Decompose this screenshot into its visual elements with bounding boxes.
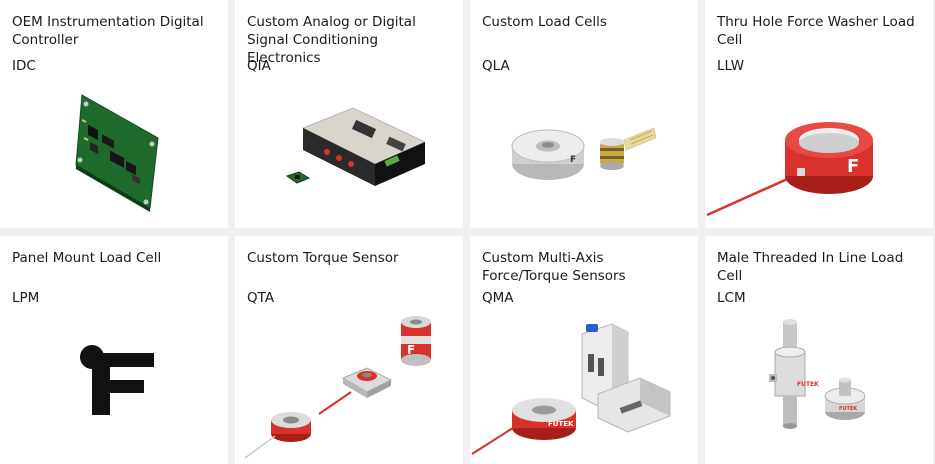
product-card-qia[interactable]: Custom Analog or Digital Signal Conditio… (235, 0, 463, 228)
signal-conditioner-image[interactable] (235, 80, 463, 228)
product-card-qla[interactable]: Custom Load Cells QLA F (470, 0, 698, 228)
product-title: Panel Mount Load Cell (12, 250, 162, 266)
product-card-lcm[interactable]: Male Threaded In Line Load Cell LCM FUTE… (705, 236, 933, 464)
product-title: Custom Torque Sensor (247, 250, 399, 266)
multi-axis-sensor-image[interactable]: FUTEK (470, 296, 698, 464)
product-code: QTA (247, 290, 275, 306)
product-code: LCM (717, 290, 746, 306)
force-washer-image[interactable]: F (705, 80, 933, 228)
product-card-idc[interactable]: OEM Instrumentation Digital Controller I… (0, 0, 228, 228)
product-code: QLA (482, 58, 510, 74)
product-title: Thru Hole Force Washer Load Cell (717, 14, 915, 48)
product-card-qta[interactable]: Custom Torque Sensor QTA F (235, 236, 463, 464)
svg-text:F: F (407, 343, 415, 357)
product-card-qma[interactable]: Custom Multi-Axis Force/Torque Sensors Q… (470, 236, 698, 464)
product-code: QMA (482, 290, 514, 306)
svg-text:FUTEK: FUTEK (548, 420, 574, 428)
product-code: IDC (12, 58, 36, 74)
product-code: QIA (247, 58, 271, 74)
futek-logo-image[interactable] (0, 316, 228, 464)
product-code: LLW (717, 58, 745, 74)
product-title: Custom Load Cells (482, 14, 607, 30)
load-cell-image[interactable]: F (470, 80, 698, 228)
product-card-llw[interactable]: Thru Hole Force Washer Load Cell LLW F (705, 0, 933, 228)
threaded-load-cell-image[interactable]: FUTEK FUTEK (705, 296, 933, 464)
torque-sensor-image[interactable]: F (235, 296, 463, 464)
product-title: Male Threaded In Line Load Cell (717, 250, 904, 284)
svg-text:F: F (570, 155, 576, 165)
product-title: Custom Analog or Digital Signal Conditio… (247, 14, 416, 66)
svg-text:F: F (847, 156, 859, 177)
product-title: OEM Instrumentation Digital Controller (12, 14, 204, 48)
product-code: LPM (12, 290, 40, 306)
pcb-board-image[interactable] (0, 80, 228, 228)
product-title: Custom Multi-Axis Force/Torque Sensors (482, 250, 626, 284)
product-card-lpm[interactable]: Panel Mount Load Cell LPM (0, 236, 228, 464)
svg-text:FUTEK: FUTEK (797, 381, 819, 388)
svg-text:FUTEK: FUTEK (839, 406, 858, 412)
